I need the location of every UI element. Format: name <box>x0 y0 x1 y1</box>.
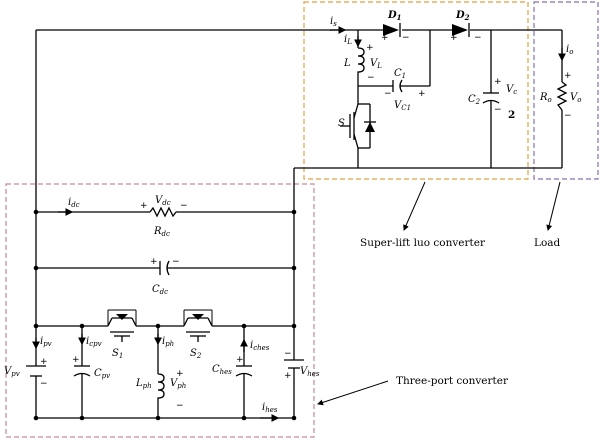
svg-text:−: − <box>180 201 188 211</box>
svg-text:−: − <box>494 105 502 115</box>
svg-text:−: − <box>40 379 48 389</box>
svg-text:−: − <box>172 257 180 267</box>
label-iches: iches <box>250 340 270 352</box>
svg-text:+: + <box>418 89 426 99</box>
polarity-signs: + − + − + − − + + − + − + − + − + − + + … <box>40 33 572 411</box>
label-ihes: ihes <box>262 402 278 414</box>
switch-s <box>340 103 376 149</box>
current-arrows <box>32 26 566 422</box>
label-d2: D2 <box>455 10 470 22</box>
label-two: 2 <box>508 109 515 121</box>
source-vhes <box>284 350 304 376</box>
svg-text:+: + <box>366 43 374 53</box>
svg-text:+: + <box>236 355 244 365</box>
label-lph: Lph <box>135 378 152 390</box>
switch-s1 <box>107 309 137 342</box>
load-region <box>533 1 599 180</box>
svg-text:+: + <box>176 369 184 379</box>
resistor-rdc <box>149 206 177 218</box>
label-il: iL <box>344 34 352 46</box>
label-d1: D1 <box>387 10 402 22</box>
caption-load: Load <box>534 237 561 249</box>
label-idc: idc <box>68 197 80 209</box>
label-cpv: Cpv <box>94 368 110 380</box>
label-vc: Vc <box>506 84 517 96</box>
svg-text:+: + <box>140 201 148 211</box>
label-vc1: VC1 <box>394 100 411 112</box>
label-ches: Ches <box>212 364 232 376</box>
switch-s2 <box>183 309 213 342</box>
labels: is D1 D2 iL L VL C1 VC1 S C2 Vc 2 io Ro … <box>4 10 581 414</box>
three-port-region <box>5 183 315 438</box>
label-l: L <box>343 58 351 69</box>
label-c1: C1 <box>394 68 406 80</box>
label-s2: S2 <box>190 348 202 360</box>
svg-text:−: − <box>474 33 482 43</box>
source-vpv <box>26 358 46 384</box>
caption-arrows <box>317 181 561 406</box>
label-vhes: Vhes <box>300 366 320 378</box>
capacitor-ches <box>235 365 253 377</box>
caption-three-port: Three-port converter <box>396 375 509 387</box>
diode-d2 <box>452 23 470 37</box>
capacitor-c1 <box>392 79 403 93</box>
svg-text:+: + <box>381 33 389 43</box>
svg-text:+: + <box>40 357 48 367</box>
label-s: S <box>338 118 345 129</box>
label-vo: Vo <box>570 92 581 104</box>
svg-text:+: + <box>494 77 502 87</box>
svg-text:−: − <box>402 33 410 43</box>
svg-text:−: − <box>564 111 572 121</box>
label-vl: VL <box>370 58 382 70</box>
label-c2: C2 <box>468 94 481 106</box>
svg-text:+: + <box>72 355 80 365</box>
svg-text:−: − <box>284 349 292 359</box>
svg-text:+: + <box>284 371 292 381</box>
svg-text:+: + <box>564 71 572 81</box>
label-icpv: icpv <box>86 336 102 348</box>
label-is: is <box>330 16 337 28</box>
label-s1: S1 <box>112 348 123 360</box>
svg-text:−: − <box>176 401 184 411</box>
capacitor-cpv <box>73 365 91 377</box>
label-rdc: Rdc <box>153 226 170 238</box>
svg-text:+: + <box>450 33 458 43</box>
diode-d1 <box>383 23 401 37</box>
caption-super-lift: Super-lift luo converter <box>360 237 486 249</box>
label-ro: Ro <box>539 92 552 104</box>
resistor-ro <box>556 81 568 111</box>
inductor-lph <box>157 373 165 400</box>
svg-text:−: − <box>384 89 392 99</box>
label-cdc: Cdc <box>152 284 168 296</box>
capacitor-cdc <box>159 260 170 276</box>
label-vpv: Vpv <box>4 366 20 378</box>
label-io: io <box>566 44 573 56</box>
label-ipv: ipv <box>40 336 52 348</box>
super-lift-luo-region <box>303 1 529 180</box>
label-vph: Vph <box>170 378 186 390</box>
label-vdc: Vdc <box>155 195 171 207</box>
junction-dots <box>33 209 297 421</box>
capacitor-c2 <box>482 92 500 104</box>
label-iph: iph <box>162 336 174 348</box>
svg-text:−: − <box>367 73 375 83</box>
inductor-l <box>357 47 365 74</box>
svg-text:+: + <box>150 257 158 267</box>
